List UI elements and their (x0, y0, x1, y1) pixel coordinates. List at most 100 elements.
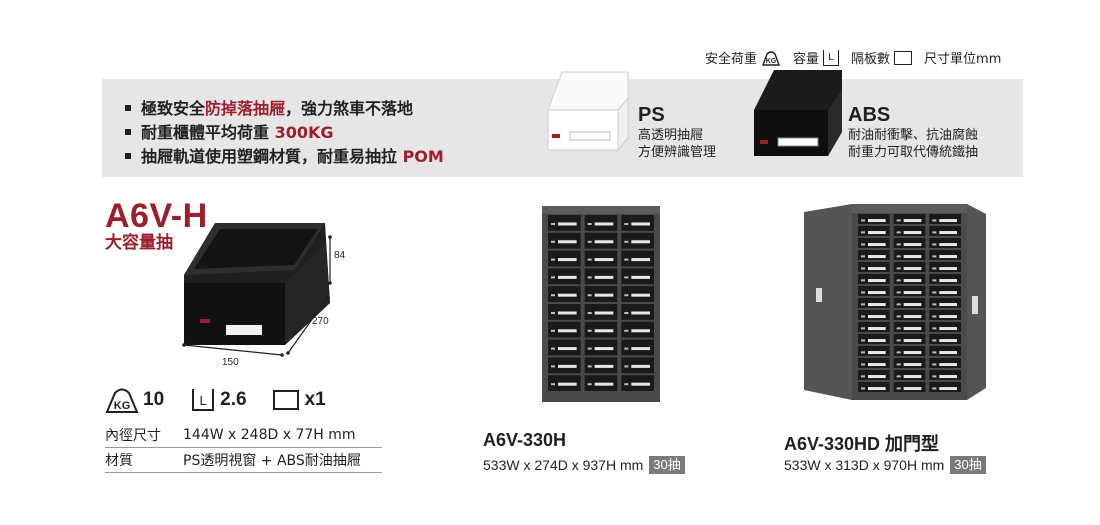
cabinet-drawer (893, 226, 926, 236)
row-key: 材質 (105, 453, 133, 469)
dim-height: 84 (334, 250, 346, 261)
bullet-icon (125, 128, 131, 135)
cabinet-drawer (893, 274, 926, 284)
shelves-value: x1 (304, 389, 326, 410)
cabinet-image (542, 206, 660, 402)
bullet-icon (125, 152, 131, 159)
feature-item: 極致安全防掉落抽屜，強力煞車不落地 (125, 95, 413, 119)
capacity-icon: L (192, 389, 215, 411)
cabinet-drawer (858, 322, 890, 332)
cabinet-drawer (858, 274, 890, 284)
cabinet-drawer (929, 286, 961, 296)
cabinet-drawer (929, 298, 961, 308)
cabinet-drawer (858, 286, 890, 296)
cabinet-drawer (893, 298, 926, 308)
cabinet-drawer (893, 382, 926, 392)
drawer-specs: KG 10 L 2.6 x1 (105, 386, 326, 414)
cabinet-drawer (858, 226, 890, 236)
cabinet-drawer (893, 286, 926, 296)
cabinet-drawer (858, 298, 890, 308)
cabinet-drawer (858, 214, 890, 224)
cabinet-drawer (929, 214, 961, 224)
drawer-count-badge: 30抽 (649, 456, 685, 474)
cabinet-drawer (893, 322, 926, 332)
row-key: 內徑尺寸 (105, 428, 161, 444)
cabinet-drawer (858, 358, 890, 368)
drawer-info-table: 內徑尺寸 144W x 248D x 77H mm 材質 PS透明視窗 + AB… (105, 423, 382, 473)
cabinet-drawer (893, 310, 926, 320)
feature-item: 抽屜軌道使用塑鋼材質，耐重易抽拉 POM (125, 143, 444, 167)
cabinet-drawer (929, 310, 961, 320)
cabinet-drawer (893, 370, 926, 380)
cabinet-drawer (929, 382, 961, 392)
cabinet-drawer (893, 358, 926, 368)
weight-icon: KG (105, 388, 139, 413)
cabinet-dims: 533W x 274D x 937H mm 30抽 (483, 456, 685, 474)
dim-width: 150 (222, 357, 239, 368)
cabinet-drawer (858, 250, 890, 260)
ps-desc-2: 方便辨識管理 (638, 145, 717, 160)
drawer-model: A6V-H (105, 197, 208, 235)
capacity-icon: L (823, 49, 840, 66)
cabinet-drawer (858, 382, 890, 392)
abs-drawer-image (754, 70, 842, 156)
table-row: 材質 PS透明視窗 + ABS耐油抽屜 (105, 448, 382, 473)
cabinet-drawer (929, 262, 961, 272)
drawer-count-badge: 30抽 (950, 456, 986, 474)
cabinet-dims-text: 533W x 313D x 970H mm (784, 457, 945, 473)
cabinet-drawer (929, 322, 961, 332)
cabinet-drawer (893, 262, 926, 272)
row-value: 144W x 248D x 77H mm (183, 427, 356, 443)
legend-load-label: 安全荷重 (705, 52, 758, 67)
row-value: PS透明視窗 + ABS耐油抽屜 (183, 453, 361, 469)
legend-unit-label: 尺寸單位mm (924, 52, 1002, 67)
ps-title: PS (638, 104, 665, 126)
cabinet-drawer (893, 346, 926, 356)
feature-item: 耐重櫃體平均荷重 300KG (125, 119, 334, 143)
cabinet-drawer (858, 334, 890, 344)
ps-drawer-image (547, 71, 629, 152)
spec-legend: 安全荷重 KG 容量 L 隔板數 尺寸單位mm (705, 48, 1001, 67)
abs-title: ABS (848, 104, 891, 126)
cabinet-dims: 533W x 313D x 970H mm 30抽 (784, 456, 986, 474)
cabinet-drawer (893, 334, 926, 344)
cabinet-drawer (858, 370, 890, 380)
door-handle (972, 296, 978, 314)
cabinet-drawer (893, 238, 926, 248)
drawer-subtitle: 大容量抽 (105, 233, 173, 253)
cabinet-drawer (893, 214, 926, 224)
cabinet-name: A6V-330HD 加門型 (784, 434, 940, 454)
cabinet-drawer (929, 370, 961, 380)
shelf-icon (272, 390, 299, 410)
cabinet-drawer (858, 310, 890, 320)
cabinet-drawer (929, 274, 961, 284)
abs-desc-2: 耐重力可取代傳統鐵抽 (848, 145, 979, 160)
cabinet-drawer (858, 262, 890, 272)
load-value: 10 (143, 389, 165, 410)
cabinet-name: A6V-330H (483, 430, 567, 450)
bullet-icon (125, 104, 131, 111)
abs-material: ABS 耐油耐衝擊、抗油腐蝕 耐重力可取代傳統鐵抽 (848, 104, 978, 161)
drawer-image (182, 223, 332, 357)
door-lock (816, 288, 822, 302)
capacity-value: 2.6 (220, 389, 247, 410)
table-row: 內徑尺寸 144W x 248D x 77H mm (105, 423, 382, 448)
cabinet-drawer (929, 334, 961, 344)
dim-depth: 270 (312, 316, 329, 327)
cabinet-drawer (893, 250, 926, 260)
abs-desc-1: 耐油耐衝擊、抗油腐蝕 (848, 128, 979, 143)
cabinet-drawer (929, 238, 961, 248)
shelf-icon (894, 50, 913, 65)
cabinet-with-doors-image (804, 204, 986, 400)
ps-desc-1: 高透明抽屜 (638, 128, 704, 143)
cabinet-drawer (858, 238, 890, 248)
cabinet-drawer (858, 346, 890, 356)
cabinet-drawer (929, 250, 961, 260)
cabinet-drawer (929, 358, 961, 368)
ps-material: PS 高透明抽屜 方便辨識管理 (638, 104, 716, 161)
cabinet-dims-text: 533W x 274D x 937H mm (483, 457, 644, 473)
left-door (804, 204, 852, 400)
svg-text:KG: KG (766, 58, 777, 65)
legend-shelves-label: 隔板數 (851, 52, 891, 67)
cabinet-drawer (929, 346, 961, 356)
